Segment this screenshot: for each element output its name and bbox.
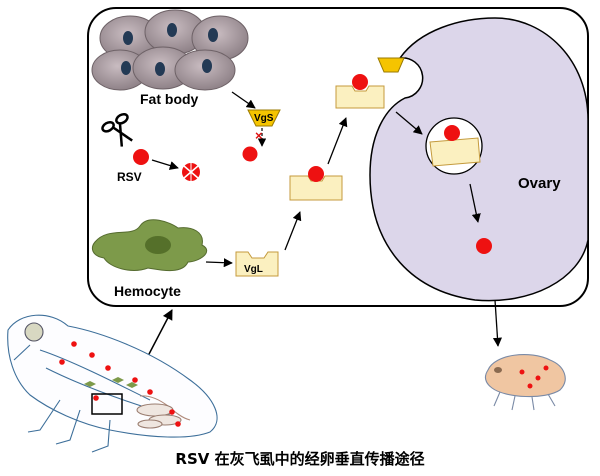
- arrow-vgl-complex1: [284, 211, 302, 251]
- scissors-icon: [101, 112, 133, 147]
- vgs-protein: [247, 109, 281, 127]
- insect-viruses: [59, 341, 181, 427]
- nucleus: [155, 62, 165, 76]
- nucleus: [202, 59, 212, 73]
- vgs-protein-ovary: [377, 57, 405, 73]
- arrow-insect-panel: [147, 309, 173, 357]
- ovary-label: Ovary: [518, 175, 561, 192]
- rsv-virus: [133, 149, 149, 165]
- hemocyte-nucleus: [145, 236, 171, 254]
- nucleus: [208, 28, 218, 42]
- nymph-icon: [484, 354, 566, 411]
- virus-particle: [308, 166, 324, 182]
- vgs-label: VgS: [254, 113, 274, 124]
- arrow-fatbody-vgs: [231, 91, 256, 109]
- zoom-box: [91, 393, 123, 415]
- virus-particle: [352, 74, 368, 90]
- fat-body-label: Fat body: [140, 91, 199, 107]
- nucleus: [121, 61, 131, 75]
- arrow-ovary-offspring: [492, 299, 503, 347]
- receptor-complex-entry: [335, 85, 385, 109]
- hemocyte-label: Hemocyte: [114, 283, 181, 299]
- arrow-entry-vesicle: [395, 111, 423, 135]
- figure-caption: RSV 在灰飞虱中的经卵垂直传播途径: [175, 450, 425, 468]
- insect-icon: [7, 314, 218, 453]
- nucleus: [123, 31, 133, 45]
- nucleus: [167, 23, 177, 37]
- vgl-receptor: [235, 251, 279, 277]
- arrow-complex1-complex2: [327, 117, 348, 165]
- virus-particle: [444, 125, 460, 141]
- arrow-hemocyte-vgl: [205, 258, 233, 268]
- fat-body-cells: [91, 9, 249, 91]
- block-mark-icon: ×: [255, 128, 263, 143]
- arrow-vesicle-release: [469, 183, 481, 223]
- virus-released: [476, 238, 492, 254]
- vgl-label: VgL: [244, 264, 263, 275]
- vesicle-complex: [429, 137, 481, 167]
- rsv-label: RSV: [117, 170, 142, 184]
- arrow-rsv-cleaved: [151, 159, 179, 170]
- virus-particle: [242, 146, 258, 162]
- cleaved-virus: [182, 163, 200, 181]
